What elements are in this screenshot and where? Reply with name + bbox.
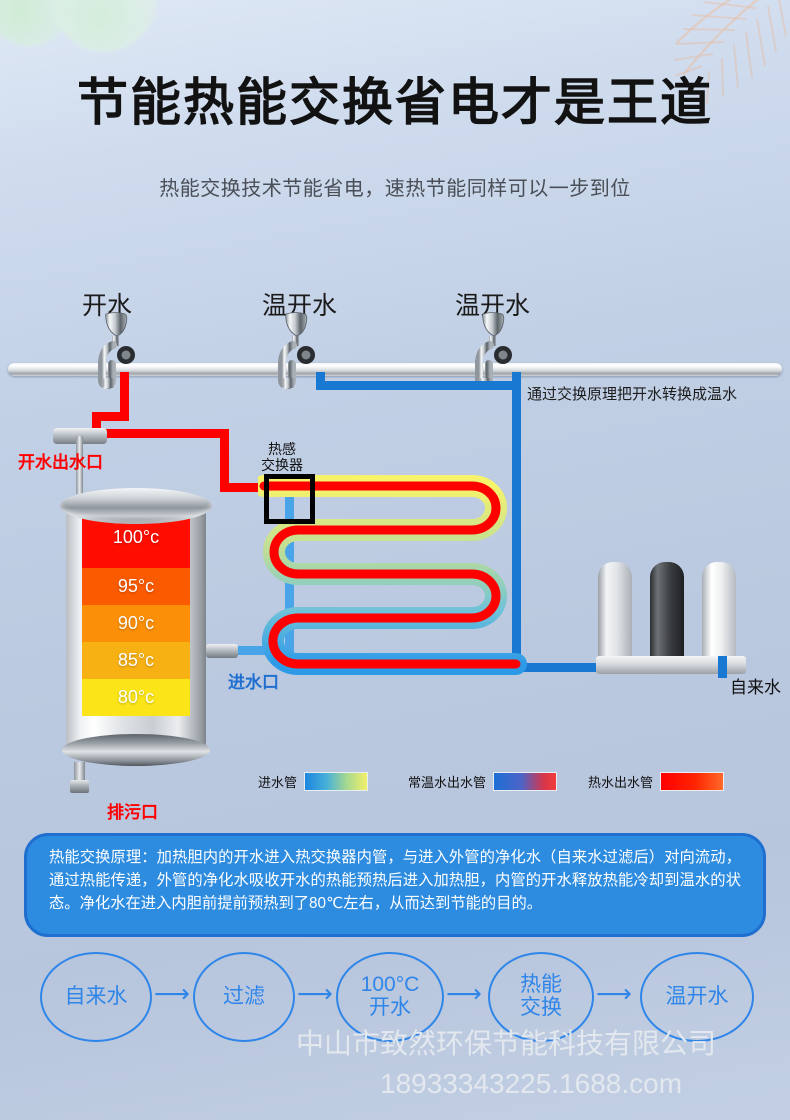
palm-leaf-decor-icon: [673, 0, 790, 105]
hot-pipe-tap1-down: [120, 372, 129, 420]
temperature-band-4: 80°c: [82, 679, 190, 716]
flow-arrow-3: ⟶: [596, 980, 632, 1008]
flow-arrow-0: ⟶: [154, 980, 190, 1008]
filter-manifold: [596, 656, 746, 674]
tank-drain-pipe: [74, 762, 85, 784]
flow-node-0-line1: 自来水: [64, 984, 128, 1008]
flow-node-1: 过滤: [193, 952, 295, 1042]
legend-swatch-0: [304, 772, 369, 791]
flow-node-3-line1: 热能: [520, 973, 562, 997]
temperature-band-3: 85°c: [82, 642, 190, 679]
tank-stem-pipe: [76, 436, 83, 494]
hot-pipe-tee-right: [104, 429, 229, 438]
legend-item-2: 热水出水管: [588, 772, 725, 791]
legend-swatch-2: [660, 772, 725, 791]
legend-swatch-1: [493, 772, 558, 791]
faucet-icon-1[interactable]: [93, 312, 139, 390]
page-title: 节能热能交换省电才是王道: [76, 74, 713, 133]
legend-item-1: 常温水出水管: [408, 772, 558, 791]
flow-arrow-1: ⟶: [297, 980, 333, 1008]
heat-exchanger-highlight-box: [264, 474, 315, 524]
filter-cartridges: [596, 552, 746, 682]
watermark-contact: 18933343225.1688.com: [380, 1068, 683, 1099]
decor-circle-left-2: [52, 0, 156, 52]
heat-exchanger-coil: [258, 475, 527, 675]
filter-cartridge-3: [702, 562, 736, 660]
exchange-note: 通过交换原理把开水转换成温水: [527, 386, 738, 403]
hot-pipe-riser: [220, 429, 229, 491]
exchanger-label: 热感 交换器: [261, 441, 303, 473]
temperature-band-1: 95°c: [82, 568, 190, 605]
water-rail-pipe: [8, 363, 782, 376]
filter-cartridge-1: [598, 562, 632, 660]
tank-inlet-port: [206, 644, 238, 658]
flow-node-4-line1: 温开水: [665, 984, 729, 1008]
flow-node-4: 温开水: [640, 952, 754, 1042]
page-subtitle: 热能交换技术节能省电，速热节能同样可以一步到位: [159, 178, 631, 200]
faucet-icon-2[interactable]: [273, 312, 319, 390]
exchanger-label-line2: 交换器: [261, 456, 303, 473]
hot-pipe-down-to-tee: [92, 412, 101, 437]
temperature-band-2: 90°c: [82, 605, 190, 642]
flow-node-3: 热能交换: [488, 952, 594, 1042]
cold-pipe-tap3-riser: [512, 372, 521, 672]
tank-drain-nut: [70, 780, 89, 793]
drain-label: 排污口: [107, 803, 158, 822]
cold-pipe-from-filters: [517, 663, 603, 672]
principle-info-box: 热能交换原理：加热胆内的开水进入热交换器内管，与进入外管的净化水（自来水过滤后）…: [24, 833, 766, 937]
hot-pipe-tap1-left: [92, 412, 129, 421]
flow-node-0: 自来水: [40, 952, 152, 1042]
tapwater-inlet-pipe: [718, 656, 727, 678]
hot-outlet-label: 开水出水口: [18, 453, 103, 472]
flow-arrow-2: ⟶: [446, 980, 482, 1008]
legend-item-0: 进水管: [258, 772, 369, 791]
legend-label-1: 常温水出水管: [408, 775, 487, 790]
pipe-legend: 进水管 常温水出水管 热水出水管: [258, 772, 758, 794]
tap-water-label: 自来水: [730, 678, 781, 697]
cold-inlet-label: 进水口: [228, 673, 279, 692]
tank-foot: [62, 734, 210, 766]
filter-cartridge-2: [650, 562, 684, 660]
legend-label-0: 进水管: [258, 775, 298, 790]
cold-pipe-tap2-to-tap3: [316, 381, 521, 390]
flow-node-1-line1: 过滤: [223, 984, 265, 1008]
flow-node-3-line2: 交换: [520, 996, 562, 1019]
cold-pipe-tap2-down: [316, 372, 325, 386]
tank-dome: [60, 488, 212, 524]
flow-node-2-line2: 开水: [369, 996, 411, 1019]
legend-label-2: 热水出水管: [588, 775, 654, 790]
faucet-icon-3[interactable]: [470, 312, 516, 390]
flow-node-2-line1: 100°C: [360, 973, 420, 997]
exchanger-label-line1: 热感: [268, 441, 296, 457]
